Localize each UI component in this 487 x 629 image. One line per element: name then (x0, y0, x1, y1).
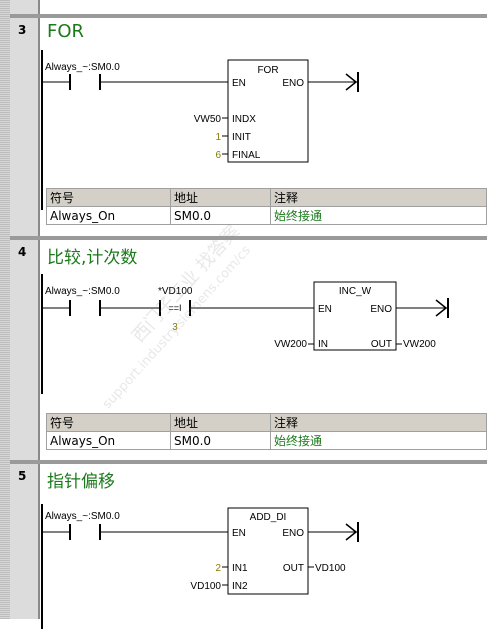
header-comment: 注释 (270, 188, 487, 207)
normally-open-contact[interactable] (69, 300, 101, 316)
network-number-cell: 3 (10, 18, 40, 236)
input-operand-2[interactable]: 1 (215, 132, 221, 143)
header-address: 地址 (170, 413, 271, 432)
input-pin-1: INDX (232, 114, 256, 125)
input-operand[interactable]: VW200 (274, 339, 307, 350)
network-number-cell: 4 (10, 240, 40, 460)
add-di-function-box[interactable]: ADD_DI EN ENO IN1 IN2 OUT (227, 507, 309, 595)
normally-open-contact[interactable] (69, 524, 101, 540)
in-pin: IN (318, 339, 328, 350)
input-operand-1[interactable]: VW50 (194, 114, 222, 125)
network-5[interactable]: 5 指针偏移 Always_~:SM0.0 ADD_DI EN ENO IN1 … (10, 464, 487, 629)
en-pin: EN (232, 528, 246, 539)
address-cell: SM0.0 (170, 206, 271, 225)
header-address: 地址 (170, 188, 271, 207)
comment-cell: 始终接通 (270, 206, 487, 225)
symbol-cell: Always_On (46, 206, 171, 225)
network-title[interactable]: 比较,计次数 (47, 248, 138, 268)
in2-pin: IN2 (232, 581, 248, 592)
normally-open-contact[interactable] (69, 74, 101, 90)
network-separator (10, 460, 487, 464)
network-2-remnant (10, 0, 487, 14)
box-name: INC_W (339, 286, 372, 297)
network-separator (10, 14, 487, 18)
in1-pin: IN1 (232, 563, 248, 574)
for-function-box[interactable]: FOR EN ENO INDX INIT FINAL (227, 59, 309, 163)
symbol-table-header: 符号 地址 注释 (46, 188, 487, 207)
network-4[interactable]: 4 比较,计次数 Always_~:SM0.0 *VD100 ==I 3 INC… (10, 240, 487, 460)
left-scroll-gutter (0, 0, 10, 619)
contact-label: Always_~:SM0.0 (45, 511, 120, 522)
network-number: 5 (18, 469, 27, 483)
network-number-cell (10, 0, 40, 14)
ladder-rung[interactable]: Always_~:SM0.0 ADD_DI EN ENO IN1 IN2 OUT… (40, 504, 485, 629)
network-separator (10, 236, 487, 240)
contact-label: Always_~:SM0.0 (45, 62, 120, 73)
contact-label: Always_~:SM0.0 (45, 286, 120, 297)
next-arrow-icon (345, 72, 359, 92)
network-number: 4 (18, 245, 27, 259)
network-title[interactable]: FOR (47, 21, 85, 42)
output-operand[interactable]: VD100 (315, 563, 346, 574)
compare-operand-2: 3 (172, 322, 178, 333)
ladder-rung[interactable]: Always_~:SM0.0 FOR EN ENO INDX INIT FINA… (40, 50, 485, 210)
input-operand-1[interactable]: 2 (215, 563, 221, 574)
symbol-cell: Always_On (46, 431, 171, 450)
output-operand[interactable]: VW200 (403, 339, 436, 350)
out-pin: OUT (371, 339, 392, 350)
en-pin: EN (232, 78, 246, 89)
out-pin: OUT (283, 563, 304, 574)
header-symbol: 符号 (46, 188, 171, 207)
ladder-rung[interactable]: Always_~:SM0.0 *VD100 ==I 3 INC_W EN ENO… (40, 274, 485, 394)
input-operand-2[interactable]: VD100 (190, 581, 221, 592)
en-pin: EN (318, 304, 332, 315)
network-number: 3 (18, 23, 27, 37)
box-name: ADD_DI (250, 512, 287, 523)
input-pin-3: FINAL (232, 150, 261, 161)
network-number-cell: 5 (10, 464, 40, 619)
compare-operator: ==I (168, 303, 181, 313)
eno-pin: ENO (370, 304, 392, 315)
comment-cell: 始终接通 (270, 431, 487, 450)
network-3[interactable]: 3 FOR Always_~:SM0.0 FOR EN ENO INDX INI… (10, 18, 487, 236)
header-symbol: 符号 (46, 413, 171, 432)
table-row[interactable]: Always_On SM0.0 始终接通 (46, 431, 487, 450)
inc-w-function-box[interactable]: INC_W EN ENO IN OUT (313, 281, 397, 351)
symbol-table[interactable]: 符号 地址 注释 Always_On SM0.0 始终接通 (46, 413, 487, 450)
input-pin-2: INIT (232, 132, 251, 143)
input-operand-3[interactable]: 6 (215, 150, 221, 161)
network-title[interactable]: 指针偏移 (47, 472, 115, 492)
address-cell: SM0.0 (170, 431, 271, 450)
eno-pin: ENO (282, 528, 304, 539)
compare-contact[interactable]: *VD100 ==I 3 (158, 286, 193, 333)
header-comment: 注释 (270, 413, 487, 432)
next-arrow-icon (435, 298, 449, 318)
symbol-table-header: 符号 地址 注释 (46, 413, 487, 432)
next-arrow-icon (345, 522, 359, 542)
box-name: FOR (257, 65, 278, 76)
table-row[interactable]: Always_On SM0.0 始终接通 (46, 206, 487, 225)
eno-pin: ENO (282, 78, 304, 89)
compare-operand-1: *VD100 (158, 286, 193, 297)
symbol-table[interactable]: 符号 地址 注释 Always_On SM0.0 始终接通 (46, 188, 487, 225)
